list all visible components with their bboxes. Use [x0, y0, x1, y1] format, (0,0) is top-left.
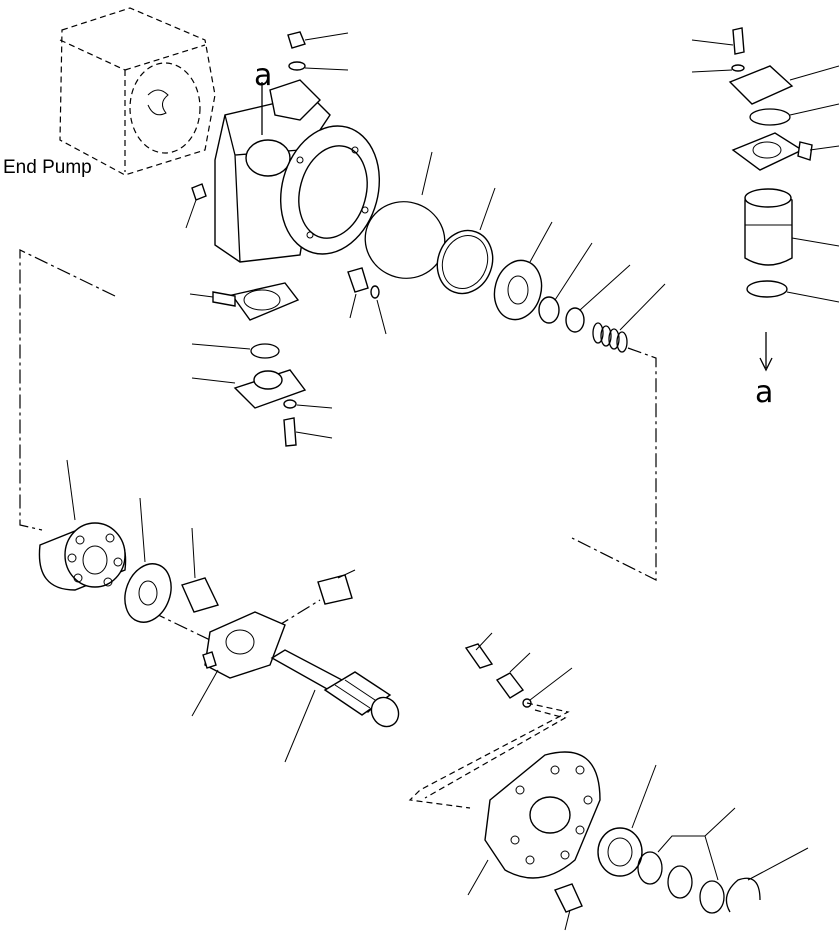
shim-2	[667, 865, 693, 899]
flange-cover-left	[189, 282, 333, 447]
center-bolt	[464, 643, 494, 669]
assembly-line-left	[19, 249, 116, 531]
drive-shaft	[270, 649, 400, 763]
o-ring-flange	[250, 343, 280, 359]
ring-2	[565, 307, 585, 333]
assembly-line-right	[571, 347, 657, 581]
detail-ref-label-right: a	[755, 375, 774, 410]
spring	[592, 322, 628, 353]
end-cover	[467, 751, 601, 896]
nut	[495, 672, 525, 699]
dowel-pin	[347, 267, 369, 293]
snap-ring	[725, 877, 761, 913]
shim-1	[637, 851, 663, 885]
end-pump-outline	[59, 7, 216, 176]
swash-plate	[191, 611, 286, 717]
key-block	[317, 574, 353, 605]
shim-3	[699, 880, 725, 914]
housing-bolt	[287, 31, 349, 71]
cylinder-block	[38, 459, 127, 591]
plug	[191, 183, 207, 201]
pump-housing	[214, 79, 381, 263]
bearing	[597, 764, 657, 877]
oil-passage	[408, 702, 570, 809]
right-cover-group	[691, 27, 839, 372]
ring-1	[538, 296, 560, 324]
detail-ref-label-top: a	[254, 58, 273, 93]
cover-bolt	[554, 883, 583, 913]
seal-ring	[436, 229, 494, 295]
end-pump-label: End Pump	[3, 157, 92, 178]
valve-plate	[493, 259, 543, 321]
retainer-plate	[124, 563, 172, 623]
piston	[181, 577, 219, 613]
